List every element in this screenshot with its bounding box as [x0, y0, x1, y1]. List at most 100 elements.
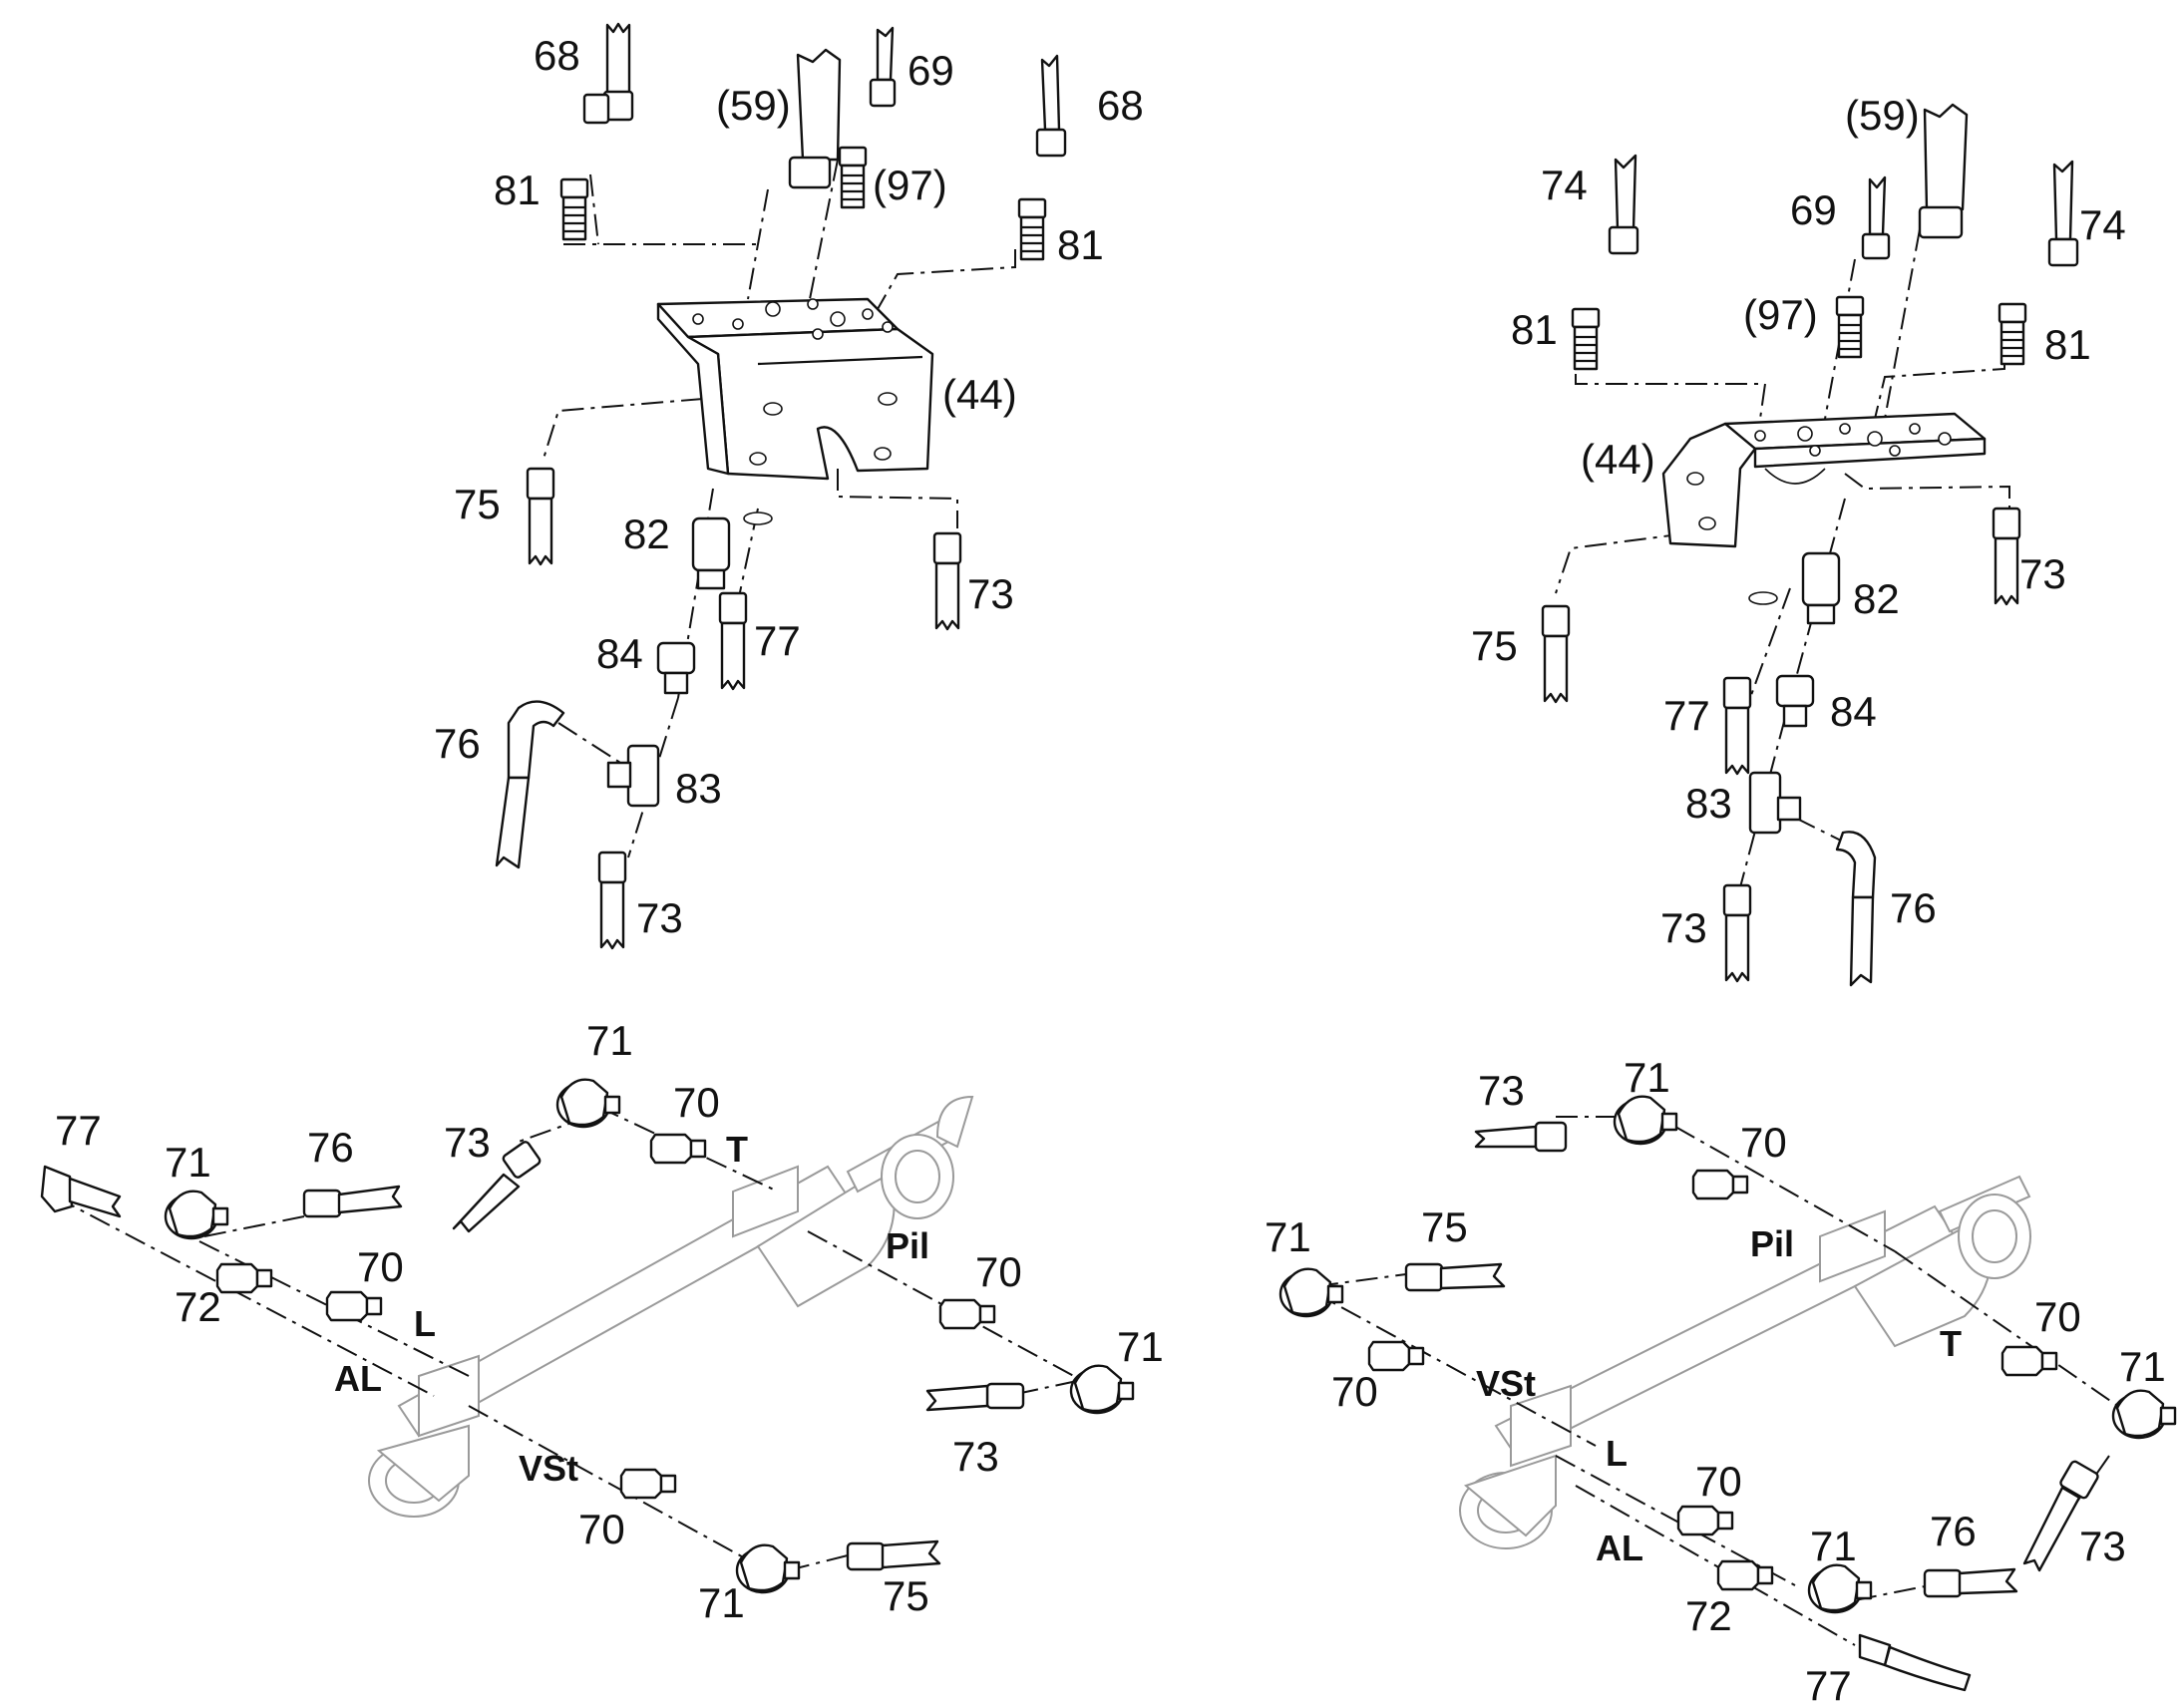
label-75-right: 75 [1421, 1203, 1468, 1250]
elbow-71-top [555, 1078, 621, 1129]
hose-73-lower [597, 851, 627, 950]
label-84: 84 [596, 630, 643, 677]
label-73-lower: 73 [636, 894, 683, 941]
port-T-right: T [1940, 1323, 1962, 1364]
port-Pil: Pil [886, 1225, 929, 1266]
elbow-71-bottom-right [1807, 1563, 1873, 1614]
label-70-top-right: 70 [1740, 1119, 1787, 1166]
elbow-71-left-right [1278, 1267, 1344, 1318]
tee-83 [606, 744, 660, 808]
adapter-82-right [1801, 551, 1841, 625]
label-76: 76 [307, 1124, 354, 1171]
label-82: 82 [623, 511, 670, 557]
elbow-71-right-right [2111, 1389, 2177, 1440]
adapter-81-left-right [1571, 307, 1601, 371]
label-59-right: (59) [1845, 92, 1920, 139]
label-71-left: 71 [165, 1139, 211, 1186]
adapter-97 [838, 146, 868, 209]
label-72: 72 [175, 1283, 221, 1330]
hose-69-left [869, 26, 897, 108]
label-71-bottom: 71 [698, 1579, 745, 1626]
label-73-lower-right: 73 [1660, 904, 1707, 951]
label-74-left: 74 [1541, 162, 1588, 208]
port-T: T [726, 1129, 748, 1170]
washer-77-right [1748, 591, 1778, 605]
elbow-hose-76-right [1835, 831, 1877, 987]
adapter-82 [691, 516, 731, 590]
label-74-right: 74 [2079, 201, 2126, 248]
adapter-97-right [1835, 295, 1865, 359]
label-81-left: 81 [494, 167, 541, 213]
label-75: 75 [883, 1572, 929, 1619]
washer-77 [743, 512, 773, 525]
bracket-44 [656, 297, 934, 481]
hose-75-left [846, 1539, 941, 1571]
fitting-70-top-right [1691, 1169, 1749, 1200]
hose-69-right [1861, 175, 1891, 260]
label-73-right: 73 [952, 1433, 999, 1480]
hose-75-right [1404, 1262, 1506, 1292]
hose-73-down-right [2022, 1460, 2099, 1572]
fitting-70-top [649, 1133, 707, 1165]
label-68-right: 68 [1097, 82, 1144, 129]
label-68-left: 68 [534, 32, 580, 79]
hose-end-77 [40, 1165, 122, 1218]
hose-end-77-right [1858, 1633, 1972, 1692]
hose-76-left [302, 1185, 403, 1218]
label-70-T-right: 70 [2034, 1293, 2081, 1340]
bracket-44 [1661, 412, 1987, 548]
hose-74-right [2047, 160, 2079, 267]
label-76-right: 76 [1930, 1508, 1977, 1554]
label-81-right-right: 81 [2044, 321, 2091, 368]
hose-73-upper-right [1992, 507, 2021, 606]
label-69-right: 69 [1790, 186, 1837, 233]
label-71-left-right: 71 [1265, 1213, 1311, 1260]
label-77: 77 [55, 1107, 102, 1154]
port-L: L [414, 1303, 436, 1344]
left-bottom-cylinder-group: 77 71 76 71 73 70 72 70 70 71 73 70 71 7… [40, 1017, 1164, 1626]
label-77-right: 77 [1805, 1662, 1852, 1708]
left-top-bracket-group: 68 69 (59) 68 81 (97) 81 (44) 75 82 73 8… [434, 22, 1144, 950]
fitting-70-Pil [938, 1298, 996, 1330]
label-81-right: 81 [1057, 221, 1104, 268]
label-70-L-right: 70 [1695, 1458, 1742, 1505]
adapter-84 [656, 641, 696, 695]
hose-73-top-right [1474, 1121, 1568, 1153]
adapter-81-right-right [1998, 302, 2027, 366]
hose-73-diag [452, 1141, 542, 1233]
adapter-81-right [1017, 197, 1047, 261]
adapter-84-right [1775, 674, 1815, 728]
label-70-L: 70 [357, 1243, 404, 1290]
hose-77 [718, 591, 748, 691]
label-71-right: 71 [1117, 1323, 1164, 1370]
label-75-right: 75 [1471, 622, 1518, 669]
hydraulic-cylinder-left [368, 1095, 974, 1518]
label-73-down-right: 73 [2079, 1523, 2126, 1569]
fitting-70-L-right [1676, 1505, 1734, 1537]
port-Pil-right: Pil [1750, 1223, 1794, 1264]
label-76-right: 76 [1890, 884, 1937, 931]
elbow-71-bottom [735, 1543, 801, 1594]
elbow-71-top-right [1613, 1095, 1678, 1146]
label-44: (44) [942, 371, 1017, 418]
label-70-top: 70 [673, 1079, 720, 1126]
label-75: 75 [454, 481, 501, 527]
port-VSt-right: VSt [1476, 1363, 1536, 1404]
hose-73-lower-right [1722, 883, 1752, 983]
right-bottom-cylinder-group: 73 71 70 71 75 70 70 71 70 71 76 72 73 7… [1265, 1054, 2177, 1708]
tee-83-right [1748, 771, 1802, 835]
port-AL-right: AL [1596, 1528, 1643, 1568]
label-59: (59) [716, 82, 791, 129]
label-83-right: 83 [1685, 780, 1732, 827]
hose-76-right [1923, 1567, 2018, 1598]
fitting-72 [215, 1262, 273, 1294]
label-73-upper: 73 [967, 570, 1014, 617]
label-70-VSt-right: 70 [1331, 1368, 1378, 1415]
label-97-right: (97) [1743, 291, 1818, 338]
label-73-top-right: 73 [1478, 1067, 1525, 1114]
right-top-bracket-group: (59) 74 69 74 81 (97) 81 (44) 73 75 82 7… [1471, 92, 2126, 987]
label-77-right: 77 [1663, 692, 1710, 739]
label-84-right: 84 [1830, 688, 1877, 735]
hose-75 [526, 467, 555, 566]
